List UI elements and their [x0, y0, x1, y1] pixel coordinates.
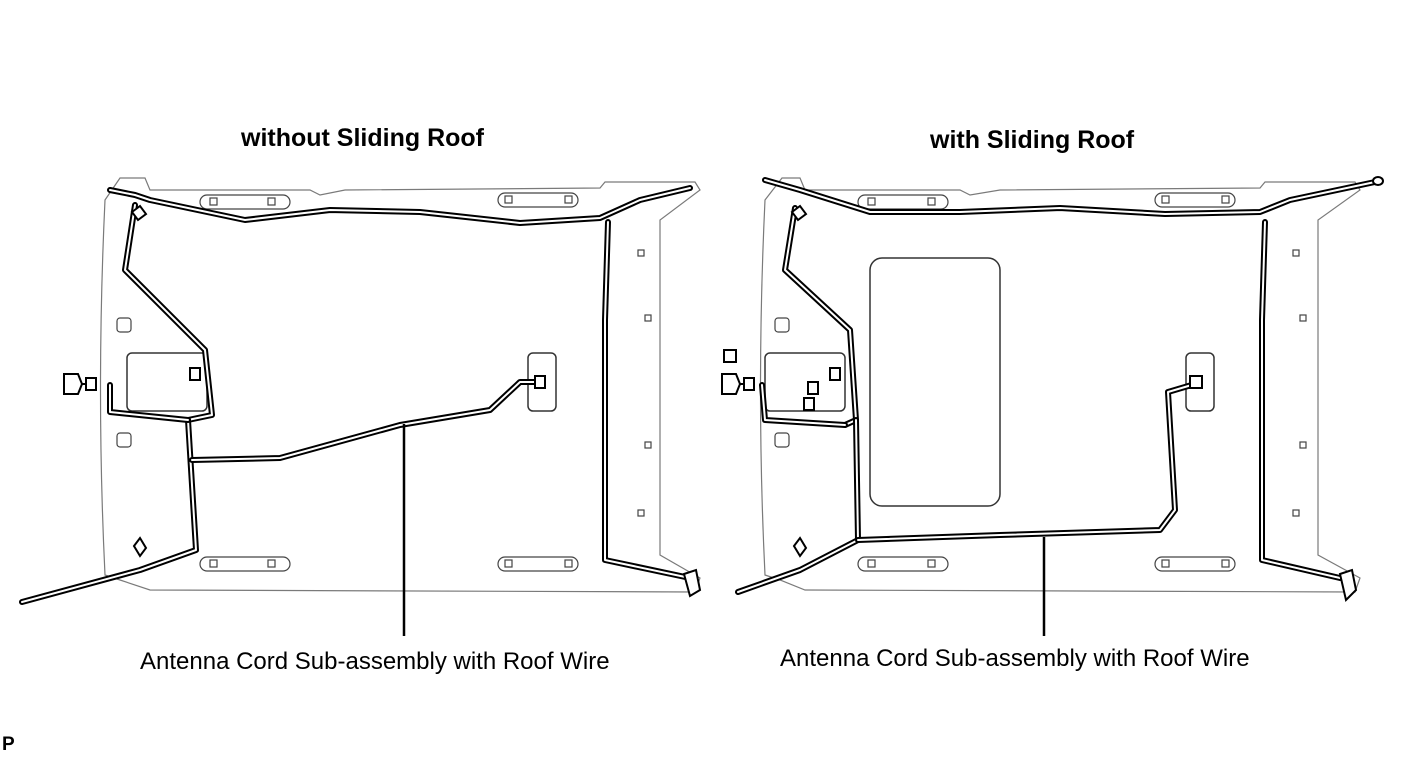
room-light-connector — [807, 381, 819, 395]
clip-hole — [1299, 314, 1307, 322]
clamp — [130, 204, 148, 222]
callout-label-antenna-cord: Antenna Cord Sub-assembly with Roof Wire — [140, 648, 610, 675]
clamp — [682, 568, 702, 598]
clip-hole — [637, 509, 645, 517]
clip-hole — [504, 195, 513, 204]
clip-hole — [774, 432, 790, 448]
assist-grip-hole — [497, 556, 579, 572]
clamp — [132, 536, 148, 558]
clip-hole — [927, 559, 936, 568]
headliner-outline — [759, 177, 1361, 593]
antenna-connector — [1189, 375, 1203, 389]
clip-hole — [1221, 559, 1230, 568]
visor-mount-hole — [497, 192, 579, 208]
room-light-connector — [829, 367, 841, 381]
clamp — [790, 204, 808, 222]
connector — [63, 373, 97, 395]
clip-hole — [209, 197, 218, 206]
roof-wire-harness — [19, 185, 693, 605]
clip-hole — [267, 559, 276, 568]
figure-code-mark: P — [2, 734, 15, 755]
room-light-connector — [189, 367, 201, 381]
clip-hole — [1161, 195, 1170, 204]
clip-hole — [1292, 509, 1300, 517]
room-light-connector — [803, 397, 815, 411]
assist-grip-hole — [1154, 556, 1236, 572]
sliding-roof-opening — [869, 257, 1001, 507]
panel-title-with-sliding-roof: with Sliding Roof — [930, 126, 1135, 154]
headliner-with-sliding-roof — [721, 176, 1384, 636]
clip-hole — [116, 317, 132, 333]
clip-hole — [116, 432, 132, 448]
clip-hole — [867, 197, 876, 206]
clip-hole — [774, 317, 790, 333]
clip-hole — [1299, 441, 1307, 449]
antenna-connector — [534, 375, 546, 389]
clip-hole — [1292, 249, 1300, 257]
headliner-outline — [99, 177, 701, 593]
clip-hole — [637, 249, 645, 257]
callout-label-antenna-cord: Antenna Cord Sub-assembly with Roof Wire — [780, 645, 1250, 672]
connector — [721, 349, 755, 395]
clamp — [1372, 176, 1384, 186]
clip-hole — [1161, 559, 1170, 568]
visor-mount-hole — [1154, 192, 1236, 208]
clip-hole — [209, 559, 218, 568]
clamp — [792, 536, 808, 558]
clamp — [1338, 568, 1358, 602]
room-light-opening — [126, 352, 208, 412]
clip-hole — [644, 314, 652, 322]
panel-title-without-sliding-roof: without Sliding Roof — [241, 124, 484, 152]
clip-hole — [564, 195, 573, 204]
clip-hole — [504, 559, 513, 568]
clip-hole — [564, 559, 573, 568]
clip-hole — [867, 559, 876, 568]
clip-hole — [267, 197, 276, 206]
clip-hole — [1221, 195, 1230, 204]
clip-hole — [927, 197, 936, 206]
assist-grip-hole — [857, 556, 949, 572]
clip-hole — [644, 441, 652, 449]
headliner-without-sliding-roof — [19, 177, 702, 636]
roof-wire-harness — [735, 177, 1378, 595]
